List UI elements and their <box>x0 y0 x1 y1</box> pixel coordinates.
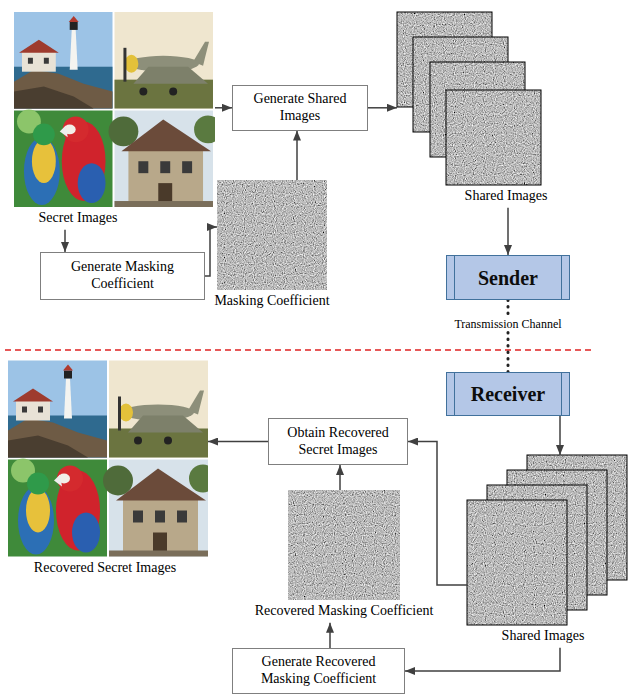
recovered-photos <box>8 361 217 557</box>
flow-arrow <box>329 623 331 648</box>
art-rect <box>446 90 541 185</box>
divider-line <box>5 349 592 351</box>
box-label: Obtain Recovered Secret Images <box>277 425 399 459</box>
image-figure: Shared Images <box>467 455 627 625</box>
image-caption: Recovered Masking Coefficient <box>255 603 434 620</box>
image-caption: Shared Images <box>465 188 548 205</box>
flow-arrow <box>408 442 467 586</box>
image-figure: Recovered Secret Images <box>8 360 208 557</box>
shared-sheets-bottom <box>467 455 627 625</box>
flow-arrow <box>64 230 66 252</box>
box-label: Generate Recovered Masking Coefficient <box>241 654 396 688</box>
art-rect <box>467 500 567 625</box>
shared-sheets-top <box>397 12 541 185</box>
side-bar <box>561 256 562 299</box>
endpoint-box: Sender <box>446 255 570 300</box>
endpoint-box: Receiver <box>446 372 570 416</box>
masking-noise <box>217 180 400 600</box>
process-box: Generate Shared Images <box>232 85 368 131</box>
flow-arrow <box>559 416 561 455</box>
secret-photos <box>14 12 222 207</box>
process-box: Obtain Recovered Secret Images <box>268 418 408 465</box>
flow-arrow <box>296 131 298 180</box>
process-box: Generate Masking Coefficient <box>40 252 205 300</box>
image-caption: Recovered Secret Images <box>34 560 176 577</box>
flow-arrow <box>208 441 268 443</box>
flow-arrow <box>205 227 217 276</box>
side-bar <box>454 373 455 415</box>
box-label: Receiver <box>471 382 545 406</box>
image-caption: Secret Images <box>39 210 118 227</box>
flow-arrow <box>507 208 509 255</box>
process-box: Generate Recovered Masking Coefficient <box>232 648 405 694</box>
edge-label: Transmission Channel <box>452 317 563 331</box>
side-bar <box>561 373 562 415</box>
image-figure: Recovered Masking Coefficient <box>288 490 400 600</box>
art-rect <box>467 500 567 625</box>
flow-arrow <box>368 107 397 109</box>
channel-line <box>507 300 510 372</box>
flow-arrow <box>339 465 341 490</box>
side-bar <box>454 256 455 299</box>
image-figure: Masking Coefficient <box>217 180 327 290</box>
image-caption: Shared Images <box>502 628 585 645</box>
art-rect <box>217 180 327 290</box>
image-figure: Shared Images <box>397 12 541 185</box>
image-caption: Masking Coefficient <box>214 293 329 310</box>
image-figure: Secret Images <box>12 12 215 207</box>
art-rect <box>446 90 541 185</box>
art-rect <box>288 490 400 600</box>
flow-arrow <box>405 648 560 671</box>
box-label: Generate Shared Images <box>241 91 359 125</box>
flow-arrow <box>215 107 232 109</box>
box-label: Generate Masking Coefficient <box>49 259 196 293</box>
box-label: Sender <box>478 266 538 290</box>
